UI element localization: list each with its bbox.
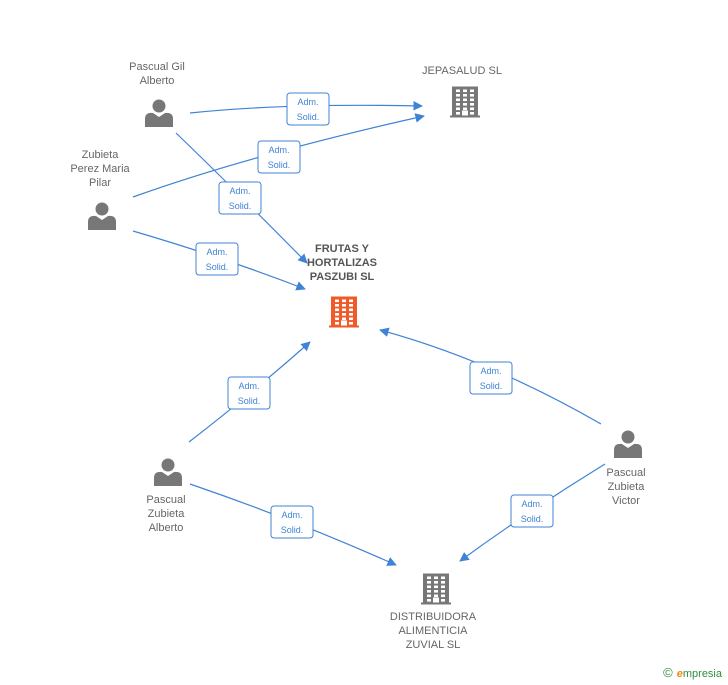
building-icon[interactable] bbox=[421, 573, 451, 605]
edge-pascual-victor-to-distribuidora: Adm. Solid. bbox=[459, 463, 606, 562]
edge-label-line: Adm. bbox=[480, 366, 501, 376]
node-label-line: Pascual Gil bbox=[129, 61, 185, 73]
edge-label-box[interactable] bbox=[270, 505, 314, 539]
empresia-logo[interactable]: ©empresia bbox=[663, 665, 722, 680]
node-label-line: Zubieta bbox=[148, 508, 186, 520]
node-label-line: Alberto bbox=[149, 522, 184, 534]
node-label-line: Pascual bbox=[146, 494, 185, 506]
node-label-line: PASZUBI SL bbox=[310, 271, 375, 283]
edge-label-line: Solid. bbox=[281, 525, 304, 535]
edge-label-line: Solid. bbox=[229, 201, 252, 211]
edge-label-line: Solid. bbox=[238, 396, 261, 406]
person-icon[interactable] bbox=[145, 99, 173, 128]
edge-label-box[interactable] bbox=[195, 242, 239, 276]
node-label-line: ALIMENTICIA bbox=[398, 625, 468, 637]
edge-label-line: Adm. bbox=[297, 97, 318, 107]
node-jepasalud[interactable]: JEPASALUD SL bbox=[422, 65, 502, 118]
edge-label-box[interactable] bbox=[218, 181, 262, 215]
edge-label-line: Solid. bbox=[480, 381, 503, 391]
edge-pascual-alberto-to-frutas: Adm. Solid. bbox=[188, 341, 311, 443]
brand-name: mpresia bbox=[682, 668, 722, 680]
node-label-line: Victor bbox=[612, 495, 640, 507]
node-label-line: Perez Maria bbox=[70, 163, 130, 175]
edge-label-box[interactable] bbox=[510, 494, 554, 528]
brand-initial: e bbox=[676, 668, 683, 680]
node-label-line: Pilar bbox=[89, 177, 111, 189]
edge-label-line: Adm. bbox=[206, 247, 227, 257]
node-label-line: DISTRIBUIDORA bbox=[390, 611, 477, 623]
node-label-line: ZUVIAL SL bbox=[406, 639, 461, 651]
edge-zubieta-perez-to-frutas: Adm. Solid. bbox=[132, 230, 306, 291]
edge-label-line: Adm. bbox=[238, 381, 259, 391]
edge-label-box[interactable] bbox=[257, 140, 301, 174]
node-label-line: HORTALIZAS bbox=[307, 257, 377, 269]
edge-zubieta-perez-to-jepasalud: Adm. Solid. bbox=[132, 113, 425, 198]
node-label-line: JEPASALUD SL bbox=[422, 65, 502, 77]
node-label-line: Zubieta bbox=[608, 481, 646, 493]
node-label-line: FRUTAS Y bbox=[315, 243, 370, 255]
building-icon[interactable] bbox=[329, 296, 359, 328]
edge-label-line: Adm. bbox=[281, 510, 302, 520]
edge-label-box[interactable] bbox=[286, 92, 330, 126]
node-label-line: Pascual bbox=[606, 467, 645, 479]
node-label-line: Zubieta bbox=[82, 149, 120, 161]
edge-pascual-gil-to-frutas: Adm. Solid. bbox=[175, 132, 308, 264]
edge-label-line: Adm. bbox=[521, 499, 542, 509]
edge-pascual-alberto-to-distribuidora: Adm. Solid. bbox=[189, 483, 397, 566]
node-frutas[interactable]: FRUTAS Y HORTALIZAS PASZUBI SL bbox=[307, 243, 377, 328]
edge-pascual-gil-to-jepasalud: Adm. Solid. bbox=[189, 92, 423, 126]
copyright-symbol: © bbox=[663, 665, 673, 680]
building-icon[interactable] bbox=[450, 86, 480, 118]
edge-label-line: Adm. bbox=[268, 145, 289, 155]
edge-label-line: Solid. bbox=[297, 112, 320, 122]
person-icon[interactable] bbox=[614, 430, 642, 459]
edge-label-box[interactable] bbox=[469, 361, 513, 395]
edge-label-line: Adm. bbox=[229, 186, 250, 196]
person-icon[interactable] bbox=[154, 458, 182, 487]
node-distribuidora[interactable]: DISTRIBUIDORA ALIMENTICIA ZUVIAL SL bbox=[390, 573, 477, 652]
node-label-line: Alberto bbox=[140, 75, 175, 87]
person-icon[interactable] bbox=[88, 202, 116, 231]
edges-layer: Adm. Solid. Adm. Solid. Adm. Solid. Adm. Solid.… bbox=[132, 92, 606, 566]
edge-label-line: Solid. bbox=[268, 160, 291, 170]
edge-label-line: Solid. bbox=[521, 514, 544, 524]
edge-pascual-victor-to-frutas: Adm. Solid. bbox=[379, 327, 602, 425]
edge-label-box[interactable] bbox=[227, 376, 271, 410]
edge-label-line: Solid. bbox=[206, 262, 229, 272]
